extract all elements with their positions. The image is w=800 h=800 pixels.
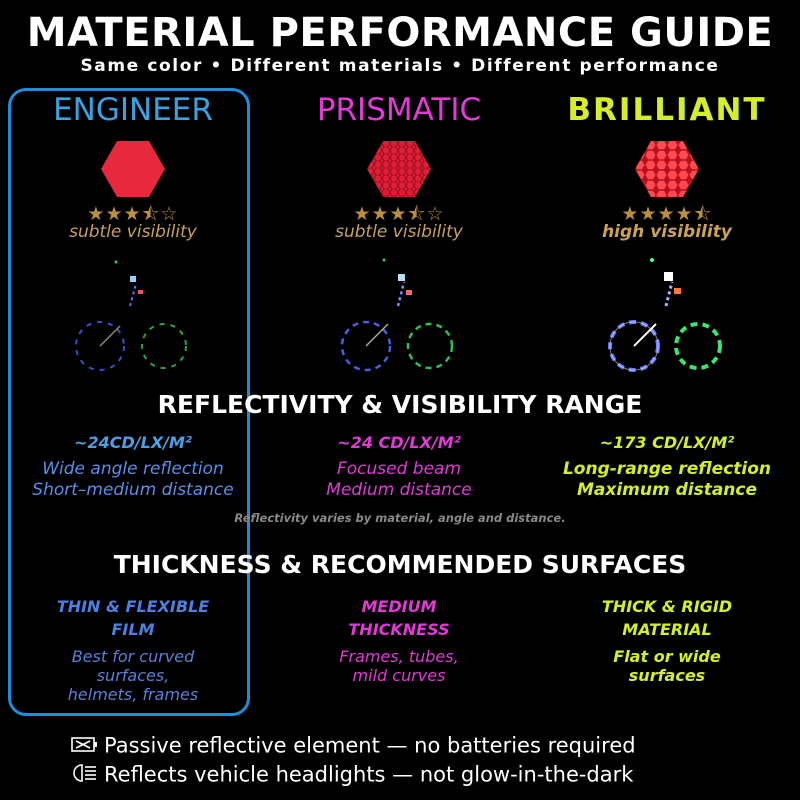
no-battery-icon <box>70 733 104 760</box>
headlights-note: Reflects vehicle headlights — not glow-i… <box>70 762 633 789</box>
engineer-thickness-line: FILM <box>111 620 155 639</box>
prismatic-title: PRISMATIC <box>316 92 482 128</box>
brilliant-surfaces: Flat or wide surfaces <box>534 647 800 685</box>
engineer-swatch <box>101 141 165 197</box>
prismatic-bike-icon <box>340 258 454 372</box>
prismatic-rating-stars: ★★★⯪☆ <box>353 203 445 225</box>
passive-note: Passive reflective element — no batterie… <box>70 733 636 760</box>
prismatic-swatch <box>367 141 431 197</box>
brilliant-surfaces-line: Flat or wide <box>613 647 721 666</box>
engineer-range-line: Short–medium distance <box>32 480 234 500</box>
engineer-reflectivity-value: ~24CD/LX/M² <box>74 433 192 452</box>
prismatic-range-line: Focused beam <box>336 459 462 479</box>
brilliant-visibility: high visibility <box>602 222 732 242</box>
brilliant-range-line: Long-range reflection <box>562 459 772 479</box>
reflectivity-section-title: REFLECTIVITY & VISIBILITY RANGE <box>157 390 643 419</box>
engineer-highlight-frame <box>8 88 250 716</box>
prismatic-visibility: subtle visibility <box>335 222 463 242</box>
engineer-range-line: Wide angle reflection <box>42 459 224 479</box>
reflectivity-footnote: Reflectivity varies by material, angle a… <box>234 511 566 525</box>
brilliant-range-line: Maximum distance <box>576 480 758 500</box>
prismatic-range-description: Focused beam Medium distance <box>266 459 532 501</box>
engineer-surfaces-line: helmets, frames <box>67 685 199 704</box>
prismatic-surfaces-line: Frames, tubes, <box>339 647 459 666</box>
engineer-rating-stars: ★★★⯪☆ <box>87 203 179 225</box>
engineer-range-description: Wide angle reflection Short–medium dista… <box>0 459 266 501</box>
brilliant-reflectivity-value: ~173 CD/LX/M² <box>599 433 735 452</box>
brilliant-range-description: Long-range reflection Maximum distance <box>534 459 800 501</box>
brilliant-thickness: THICK & RIGID MATERIAL <box>534 595 800 641</box>
prismatic-thickness-line: MEDIUM <box>361 597 437 616</box>
engineer-surfaces-line: surfaces, <box>96 666 170 685</box>
brilliant-thickness-line: THICK & RIGID <box>601 597 733 616</box>
engineer-thickness-line: THIN & FLEXIBLE <box>56 597 210 616</box>
engineer-surfaces: Best for curved surfaces, helmets, frame… <box>0 647 266 704</box>
brilliant-rating-stars: ★★★★⯪ <box>621 203 713 225</box>
headlight-icon <box>70 762 104 789</box>
prismatic-thickness-line: THICKNESS <box>348 620 450 639</box>
passive-note-text: Passive reflective element — no batterie… <box>104 733 636 758</box>
brilliant-title: BRILLIANT <box>567 92 767 128</box>
page-title: MATERIAL PERFORMANCE GUIDE <box>26 10 774 56</box>
headlights-note-text: Reflects vehicle headlights — not glow-i… <box>104 762 634 787</box>
prismatic-surfaces-line: mild curves <box>352 666 446 685</box>
engineer-surfaces-line: Best for curved <box>71 647 195 666</box>
brilliant-bike-icon <box>608 258 722 372</box>
prismatic-reflectivity-value: ~24 CD/LX/M² <box>337 433 461 452</box>
engineer-thickness: THIN & FLEXIBLE FILM <box>0 595 266 641</box>
prismatic-surfaces: Frames, tubes, mild curves <box>266 647 532 685</box>
thickness-section-title: THICKNESS & RECOMMENDED SURFACES <box>113 550 687 579</box>
brilliant-thickness-line: MATERIAL <box>622 620 712 639</box>
brilliant-surfaces-line: surfaces <box>628 666 706 685</box>
brilliant-swatch <box>635 141 699 197</box>
prismatic-range-line: Medium distance <box>326 480 472 500</box>
engineer-visibility: subtle visibility <box>69 222 197 242</box>
page-subtitle: Same color • Different materials • Diffe… <box>80 56 720 76</box>
prismatic-thickness: MEDIUM THICKNESS <box>266 595 532 641</box>
engineer-bike-icon <box>75 260 187 371</box>
engineer-title: ENGINEER <box>53 92 213 128</box>
